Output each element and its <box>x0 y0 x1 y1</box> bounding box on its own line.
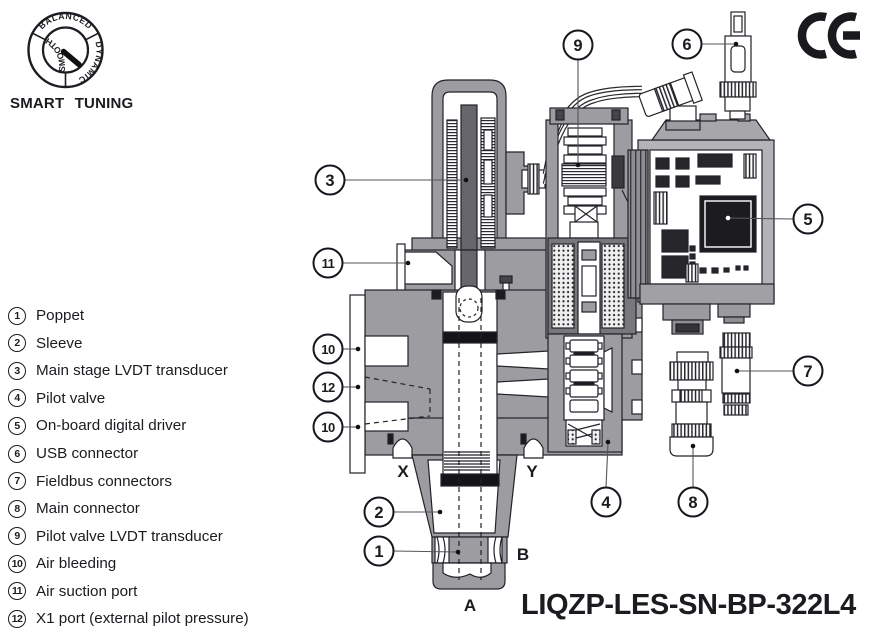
main-connector <box>669 351 714 457</box>
dial-segment-dividers <box>32 32 99 87</box>
driver-board <box>649 149 763 285</box>
callout-6: 6 <box>671 28 703 60</box>
legend-item-number: 10 <box>8 554 26 573</box>
svg-text:12: 12 <box>321 380 335 395</box>
callout-5: 5 <box>792 203 824 235</box>
callout-7: 7 <box>792 355 824 387</box>
legend-item-label: Main connector <box>36 500 140 518</box>
legend-item: 6 USB connector <box>8 440 249 468</box>
cable-gland <box>505 151 546 215</box>
svg-text:10: 10 <box>321 342 335 357</box>
callout-9: 9 <box>562 29 594 61</box>
legend-item-number: 7 <box>8 472 26 491</box>
legend-item: 5 On-board digital driver <box>8 412 249 440</box>
legend-item-label: Poppet <box>36 307 85 325</box>
legend-item: 1 Poppet <box>8 302 249 330</box>
air-bleed-plate <box>349 294 409 474</box>
elbow-cable-connector <box>638 71 703 131</box>
legend-item-number: 12 <box>8 609 26 628</box>
legend-item: 11 Air suction port <box>8 577 249 605</box>
svg-text:8: 8 <box>688 494 697 512</box>
legend-item: 10 Air bleeding <box>8 550 249 578</box>
legend-item-label: Sleeve <box>36 334 83 352</box>
port-label-y: Y <box>526 462 538 481</box>
dial-indicator-slot <box>60 48 82 68</box>
svg-text:10: 10 <box>321 420 335 435</box>
legend-item-label: X1 port (external pilot pressure) <box>36 610 249 628</box>
callout-leaders <box>342 41 794 555</box>
port-label-x: X <box>397 462 409 481</box>
pilot-pin-block <box>611 155 625 189</box>
legend-item: 12 X1 port (external pilot pressure) <box>8 605 249 633</box>
pilot-coupling <box>569 204 599 239</box>
callout-1: 1 <box>363 535 395 567</box>
x1-channel <box>364 376 431 425</box>
callout-4: 4 <box>590 486 622 518</box>
fieldbus-connector <box>719 332 753 416</box>
pilot-lvdt <box>561 127 607 215</box>
svg-text:3: 3 <box>325 172 334 190</box>
legend-item: 8 Main connector <box>8 495 249 523</box>
callout-10-upper: 10 <box>312 333 344 365</box>
legend-item-number: 6 <box>8 444 26 463</box>
pilot-spool <box>547 333 623 453</box>
legend-item-label: On-board digital driver <box>36 417 187 435</box>
legend-item-number: 4 <box>8 389 26 408</box>
legend-item: 3 Main stage LVDT transducer <box>8 357 249 385</box>
digital-driver <box>627 113 775 335</box>
usb-connector <box>719 11 757 120</box>
port-label-b: B <box>517 545 529 564</box>
svg-text:9: 9 <box>573 37 582 55</box>
port-label-a: A <box>464 596 476 615</box>
port-labels: X Y B A <box>397 462 538 615</box>
callout-12: 12 <box>312 371 344 403</box>
legend-item-number: 5 <box>8 416 26 435</box>
poppet <box>431 285 506 580</box>
legend-item-number: 3 <box>8 361 26 380</box>
callout-8: 8 <box>677 486 709 518</box>
svg-text:1: 1 <box>374 543 383 561</box>
legend-item-label: Pilot valve LVDT transducer <box>36 527 223 545</box>
legend-item-number: 9 <box>8 527 26 546</box>
legend: 1 Poppet 2 Sleeve 3 Main stage LVDT transdu… <box>8 302 249 633</box>
legend-item-label: Pilot valve <box>36 389 106 407</box>
legend-item-number: 1 <box>8 306 26 325</box>
svg-text:7: 7 <box>803 363 812 381</box>
callouts: 1 2 3 4 5 6 7 8 9 10 11 12 10 <box>312 28 824 567</box>
svg-text:11: 11 <box>322 256 335 271</box>
cpu-chip <box>699 195 757 253</box>
ce-mark-icon: CE <box>797 12 860 59</box>
sleeve <box>387 433 544 590</box>
callout-2: 2 <box>363 496 395 528</box>
legend-item-label: Air suction port <box>36 582 138 600</box>
legend-item: 7 Fieldbus connectors <box>8 467 249 495</box>
svg-text:4: 4 <box>601 494 611 512</box>
smart-tuning-dial: BALANCED DYNAMIC SMOOTH <box>27 11 104 89</box>
poppet-seat <box>442 562 492 578</box>
legend-item-number: 11 <box>8 582 26 601</box>
callout-10-lower: 10 <box>312 411 344 443</box>
air-suction-port <box>396 243 453 293</box>
legend-item-label: Air bleeding <box>36 555 117 573</box>
smart-tuning-label: SMART TUNING <box>10 95 134 112</box>
legend-item: 4 Pilot valve <box>8 385 249 413</box>
driver-socket-main <box>662 303 711 335</box>
main-lvdt-coil <box>446 104 496 287</box>
callout-11: 11 <box>312 247 344 279</box>
legend-item: 9 Pilot valve LVDT transducer <box>8 522 249 550</box>
legend-item-label: USB connector <box>36 445 139 462</box>
legend-item-number: 8 <box>8 499 26 518</box>
driver-socket-fieldbus <box>717 303 751 324</box>
legend-item-label: Main stage LVDT transducer <box>36 362 228 380</box>
product-code: LIQZP-LES-SN-BP-322L4 <box>521 589 856 621</box>
svg-text:6: 6 <box>682 36 691 54</box>
solenoid <box>547 237 637 335</box>
legend-item: 2 Sleeve <box>8 330 249 358</box>
svg-text:2: 2 <box>374 504 383 522</box>
callout-3: 3 <box>314 164 346 196</box>
svg-text:5: 5 <box>803 211 812 229</box>
legend-item-label: Fieldbus connectors <box>36 472 172 490</box>
legend-item-number: 2 <box>8 334 26 353</box>
